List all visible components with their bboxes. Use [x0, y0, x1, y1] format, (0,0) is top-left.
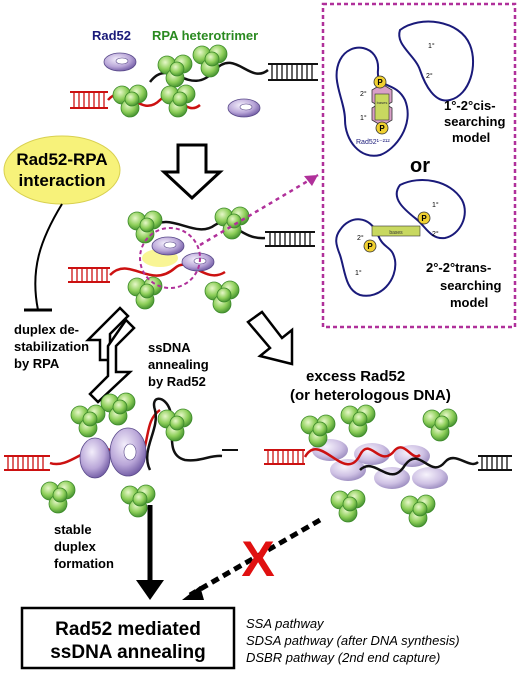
destab-line3: by RPA	[14, 356, 60, 371]
inset-protein-cis: bases P P 2° 1° 1° 2° Rad52¹⁻²¹²	[335, 20, 475, 157]
inset-1deg-a: 1°	[360, 114, 367, 122]
top-ssdna-red	[70, 84, 201, 118]
arrow-to-excess	[246, 310, 294, 366]
legend-rad52: Rad52	[92, 28, 137, 72]
zoom-arrow	[199, 173, 319, 247]
inset-p-4: P	[421, 214, 427, 223]
annealing-line1: ssDNA	[148, 340, 191, 355]
inset-bases-2: bases	[389, 230, 403, 236]
stable-line1: stable	[54, 522, 92, 537]
complex-stage	[68, 206, 315, 314]
annealing-line3: by Rad52	[148, 374, 206, 389]
inset-p-3: P	[367, 242, 373, 251]
stable-line2: duplex	[54, 539, 97, 554]
free-rad52	[227, 98, 261, 118]
excess-line1: excess Rad52	[306, 368, 405, 385]
arrow-down-2-head	[136, 580, 164, 600]
arrow-down-1	[160, 143, 224, 201]
result-line1: Rad52 mediated	[55, 619, 201, 640]
reversible-arrow	[84, 306, 136, 404]
inset-rad52-fragment: Rad52¹⁻²¹²	[356, 139, 390, 146]
inset-p-1: P	[377, 78, 383, 87]
inset-2deg-b: 2°	[426, 72, 433, 80]
destab-line1: duplex de-	[14, 322, 79, 337]
blocked-x: X	[241, 531, 274, 587]
inset-or: or	[410, 155, 430, 177]
inset-p-2: P	[379, 124, 385, 133]
interaction-oval	[3, 135, 121, 205]
annealed-stage	[4, 392, 238, 518]
model1-line2: searching	[444, 114, 505, 129]
zoom-arrowhead	[304, 175, 318, 186]
model1-line3: model	[452, 130, 490, 145]
inset-protein-trans: bases P P 2° 1° 1° 2°	[335, 179, 466, 297]
legend-rad52-label: Rad52	[92, 28, 131, 43]
result-box	[20, 606, 236, 670]
inset-1deg-d: 1°	[432, 201, 439, 209]
inset-bases-1: bases	[377, 100, 388, 105]
model1-line1: 1°-2°cis-	[444, 98, 496, 113]
inset-1deg-b: 1°	[428, 42, 435, 50]
inset-2deg-c: 2°	[357, 234, 364, 242]
blocked-arrow-head	[182, 586, 204, 600]
pathway-sdsa: SDSA pathway (after DNA synthesis)	[246, 633, 460, 648]
legend-rpa-label: RPA heterotrimer	[152, 28, 258, 43]
annealing-line2: annealing	[148, 357, 209, 372]
excess-line2: (or heterologous DNA)	[290, 387, 451, 404]
top-ssdna-black	[148, 44, 318, 88]
stable-line3: formation	[54, 556, 114, 571]
result-line2: ssDNA annealing	[50, 642, 206, 663]
inhibition-line	[34, 203, 63, 311]
model2-line1: 2°-2°trans-	[426, 260, 491, 275]
inset-1deg-c: 1°	[355, 269, 362, 277]
interaction-line1: Rad52-RPA	[16, 150, 107, 169]
model2-line3: model	[450, 295, 488, 310]
pathway-ssa: SSA pathway	[246, 616, 325, 631]
model2-line2: searching	[440, 278, 501, 293]
interaction-line2: interaction	[19, 171, 106, 190]
destab-line2: stabilization	[14, 339, 89, 354]
pathway-dsbr: DSBR pathway (2nd end capture)	[246, 650, 440, 665]
inset-2deg-d: 2°	[432, 230, 439, 238]
inset-2deg-a: 2°	[360, 90, 367, 98]
excess-stage	[264, 404, 512, 528]
